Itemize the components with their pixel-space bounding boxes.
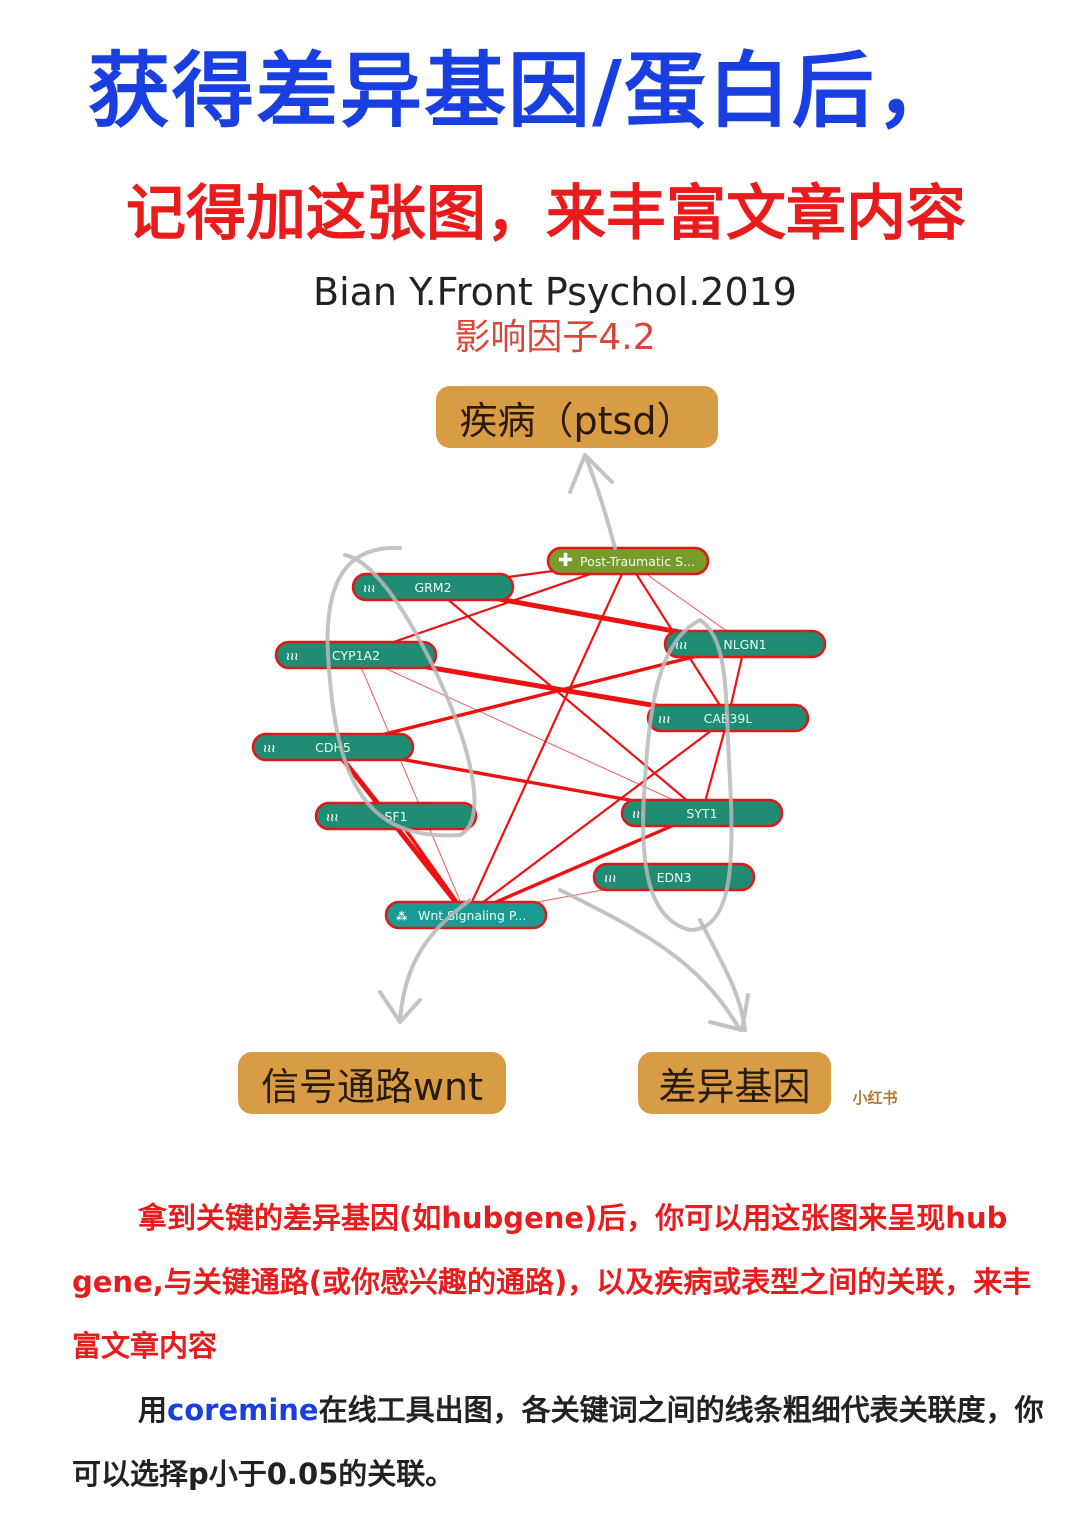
node-label: SYT1 bbox=[686, 806, 717, 821]
genes-box: 差异基因 bbox=[638, 1052, 831, 1114]
coremine-link[interactable]: coremine bbox=[167, 1393, 319, 1427]
node-NLGN1[interactable]: ≀≀≀ NLGN1 bbox=[663, 629, 827, 659]
node-label: Post-Traumatic S... bbox=[580, 554, 695, 569]
dna-icon: ≀≀≀ bbox=[604, 872, 616, 885]
citation: Bian Y.Front Psychol.2019 bbox=[313, 270, 797, 314]
dna-icon: ≀≀≀ bbox=[286, 650, 298, 663]
paragraph-1: 拿到关键的差异基因(如hubgene)后，你可以用这张图来呈现hub gene,… bbox=[72, 1201, 1032, 1363]
edge-CDH5-NLGN1 bbox=[332, 642, 746, 749]
edge-CAB39L-SYT1 bbox=[700, 717, 730, 814]
node-label: EDN3 bbox=[657, 870, 692, 885]
dna-icon: ≀≀≀ bbox=[326, 811, 338, 824]
impact-factor: 影响因子4.2 bbox=[454, 317, 656, 358]
arrow-up-to-disease bbox=[568, 453, 617, 550]
pathway-box: 信号通路wnt bbox=[238, 1052, 506, 1114]
plus-icon: ✚ bbox=[558, 550, 573, 571]
node-label: CDH5 bbox=[315, 740, 351, 755]
node-label: Wnt Signaling P... bbox=[418, 908, 526, 923]
dna-icon: ≀≀≀ bbox=[263, 742, 275, 755]
disease-box: 疾病（ptsd） bbox=[436, 386, 718, 448]
title-line-1: 获得差异基因/蛋白后， bbox=[88, 44, 960, 139]
edge-CDH5-wnt bbox=[331, 745, 468, 917]
para2-post: 在线工具出图，各关键词之间的线条粗细代表关联度，你可以选择p小于0.05的关联。 bbox=[72, 1393, 1044, 1491]
node-ptsd[interactable]: ✚ Post-Traumatic S... bbox=[546, 546, 710, 576]
edge-SYT1-wnt bbox=[465, 811, 703, 917]
dna-icon: ≀≀≀ bbox=[363, 582, 375, 595]
edge-ptsd-CYP1A2 bbox=[355, 559, 629, 657]
edge-SF1-wnt bbox=[394, 815, 468, 916]
arrow-down-to-genes bbox=[558, 888, 750, 1032]
arrow-down-to-pathway bbox=[378, 898, 472, 1024]
node-CYP1A2[interactable]: ≀≀≀ CYP1A2 bbox=[274, 640, 438, 670]
title-line-2: 记得加这张图，来丰富文章内容 bbox=[126, 179, 966, 249]
dna-icon: ≀≀≀ bbox=[658, 713, 670, 726]
watermark: 小红书 bbox=[842, 1082, 908, 1112]
edge-GRM2-SYT1 bbox=[432, 586, 703, 814]
body-text: 拿到关键的差异基因(如hubgene)后，你可以用这张图来呈现hub gene,… bbox=[72, 1186, 1047, 1506]
pathway-icon: ⁂ bbox=[396, 910, 408, 923]
node-label: GRM2 bbox=[414, 580, 451, 595]
edge-CYP1A2-wnt bbox=[355, 654, 467, 916]
node-label: NLGN1 bbox=[723, 637, 766, 652]
dna-icon: ≀≀≀ bbox=[675, 639, 687, 652]
edge-CAB39L-wnt bbox=[465, 717, 729, 916]
node-SF1[interactable]: ≀≀≀SF1 bbox=[314, 801, 478, 831]
node-EDN3[interactable]: ≀≀≀ EDN3 bbox=[592, 862, 756, 892]
right-circle-annotation bbox=[641, 618, 734, 932]
edge-ptsd-wnt bbox=[464, 560, 630, 916]
paragraph-2: 用coremine在线工具出图，各关键词之间的线条粗细代表关联度，你可以选择p小… bbox=[72, 1378, 1047, 1506]
node-CDH5[interactable]: ≀≀≀ CDH5 bbox=[251, 732, 415, 762]
node-label: CYP1A2 bbox=[332, 648, 380, 663]
node-SYT1[interactable]: ≀≀≀SYT1 bbox=[620, 798, 784, 828]
node-wnt[interactable]: ⁂ Wnt Signaling P... bbox=[384, 900, 548, 930]
left-circle-annotation bbox=[325, 545, 477, 838]
para2-pre: 用 bbox=[138, 1393, 168, 1427]
